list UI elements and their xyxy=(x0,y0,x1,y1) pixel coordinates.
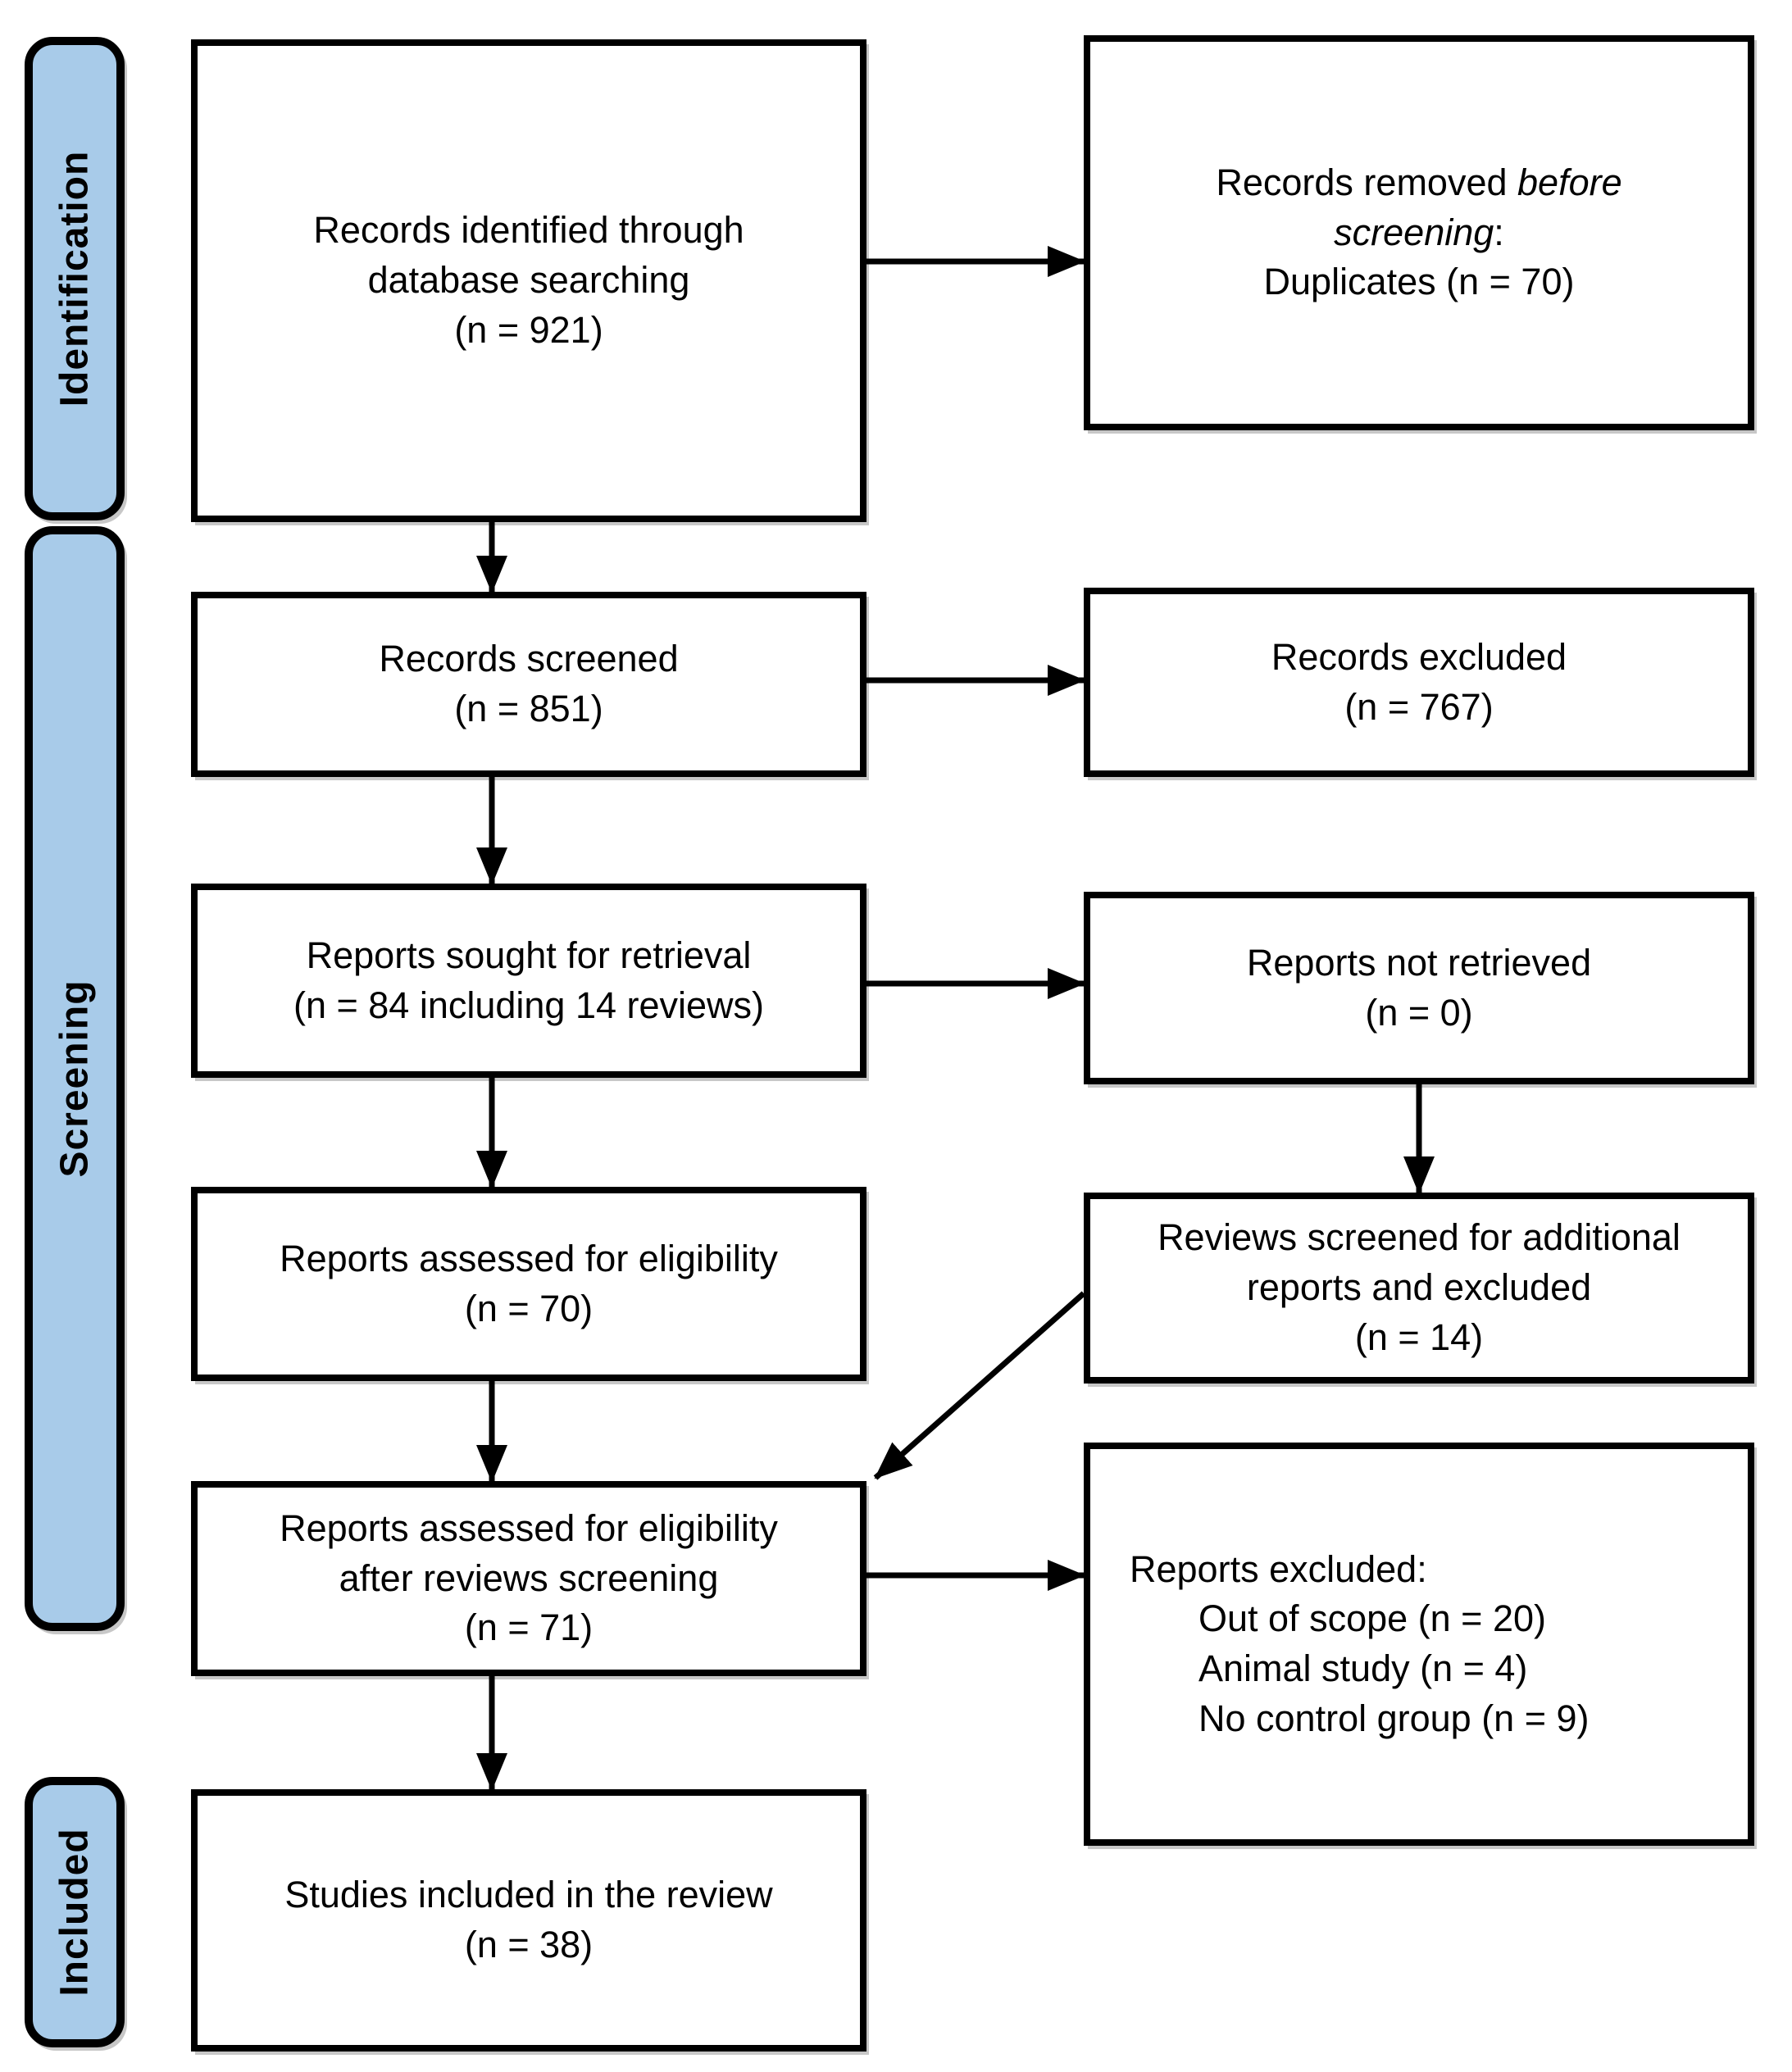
box-line: Reports assessed for eligibility xyxy=(280,1506,778,1549)
box-text: Records removed xyxy=(1216,161,1518,203)
box-reports-assessed-after-reviews: Reports assessed for eligibility after r… xyxy=(191,1481,866,1676)
box-reports-assessed: Reports assessed for eligibility (n = 70… xyxy=(191,1187,866,1381)
box-count: (n = 70) xyxy=(464,1287,594,1329)
excluded-reason: Out of scope (n = 20) xyxy=(1198,1597,1546,1640)
stage-bar-screening: Screening xyxy=(25,526,125,1631)
box-reports-excluded-reasons: Reports excluded: Out of scope (n = 20) … xyxy=(1084,1443,1754,1846)
box-text: : xyxy=(1494,211,1504,253)
box-records-excluded: Records excluded (n = 767) xyxy=(1084,588,1754,777)
box-line: Studies included in the review xyxy=(284,1874,773,1916)
box-count: Duplicates (n = 70) xyxy=(1263,261,1575,303)
arrow-reviews-screened-to-assessed-after xyxy=(873,1291,1086,1480)
box-line: database searching xyxy=(367,259,690,302)
box-title: Reports excluded: xyxy=(1130,1547,1427,1590)
stage-label-screening: Screening xyxy=(52,979,97,1178)
stage-bar-included: Included xyxy=(25,1777,125,2047)
box-text-italic: before xyxy=(1517,161,1622,203)
box-line: reports and excluded xyxy=(1246,1266,1592,1309)
box-count: (n = 0) xyxy=(1365,991,1473,1034)
box-count: (n = 71) xyxy=(464,1606,594,1649)
box-count: (n = 767) xyxy=(1344,685,1494,728)
box-line: Reports not retrieved xyxy=(1246,941,1592,984)
box-line: screening: xyxy=(1334,208,1504,258)
box-studies-included: Studies included in the review (n = 38) xyxy=(191,1789,866,2052)
excluded-reason: Animal study (n = 4) xyxy=(1198,1647,1528,1689)
box-line: Reviews screened for additional xyxy=(1158,1216,1681,1259)
box-text-italic: screening xyxy=(1334,211,1494,253)
box-line: Reports assessed for eligibility xyxy=(280,1237,778,1279)
box-count: (n = 14) xyxy=(1354,1315,1484,1358)
box-line: Records identified through xyxy=(313,209,744,252)
stage-bar-identification: Identification xyxy=(25,37,125,520)
box-line: Records excluded xyxy=(1271,635,1567,678)
box-line: Records screened xyxy=(379,638,679,680)
stage-label-identification: Identification xyxy=(52,150,97,407)
box-records-removed-before-screening: Records removed before screening: Duplic… xyxy=(1084,35,1754,430)
box-line: after reviews screening xyxy=(339,1556,719,1599)
box-records-identified: Records identified through database sear… xyxy=(191,39,866,522)
box-reviews-screened: Reviews screened for additional reports … xyxy=(1084,1193,1754,1384)
box-line: Records removed before xyxy=(1216,158,1621,208)
box-line: Reports sought for retrieval xyxy=(306,934,752,976)
box-records-screened: Records screened (n = 851) xyxy=(191,592,866,777)
box-reports-not-retrieved: Reports not retrieved (n = 0) xyxy=(1084,892,1754,1084)
box-count: (n = 38) xyxy=(464,1924,594,1965)
stage-label-included: Included xyxy=(52,1828,97,1997)
box-count: (n = 851) xyxy=(454,688,603,729)
excluded-reason: No control group (n = 9) xyxy=(1198,1697,1590,1739)
box-count: (n = 921) xyxy=(454,308,603,351)
box-reports-sought: Reports sought for retrieval (n = 84 inc… xyxy=(191,884,866,1078)
box-count: (n = 84 including 14 reviews) xyxy=(293,984,765,1026)
